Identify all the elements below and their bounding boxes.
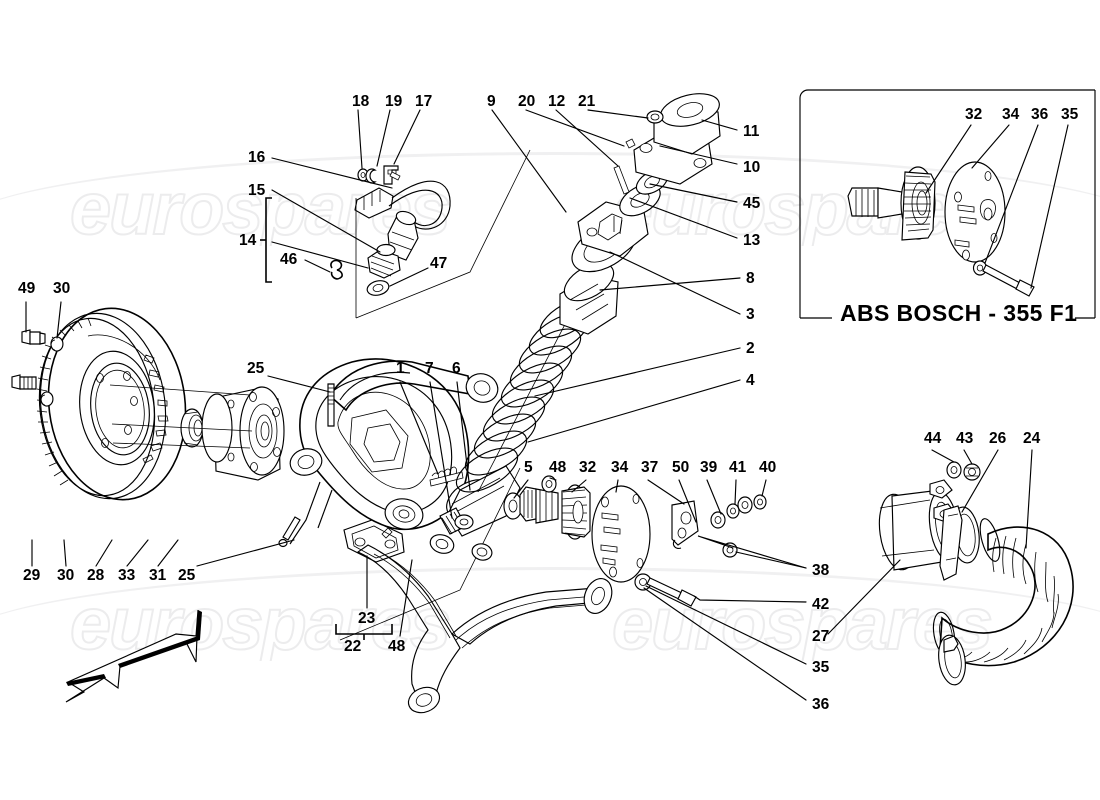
callout-label: 17 bbox=[415, 93, 433, 110]
callout-label: 46 bbox=[280, 251, 298, 268]
lower-control-arm bbox=[343, 514, 613, 714]
washer-39 bbox=[726, 503, 740, 519]
duct-clamp-lower bbox=[938, 634, 966, 686]
callout-label: 38 bbox=[812, 562, 830, 579]
callout-label: 35 bbox=[812, 659, 830, 676]
callout-label: 19 bbox=[385, 93, 403, 110]
inset-box-frame bbox=[799, 89, 1096, 319]
hub-centerline bbox=[109, 384, 253, 449]
callout-label: 50 bbox=[672, 459, 690, 476]
inset-washer-bolt bbox=[972, 260, 1035, 297]
callout-label: 21 bbox=[578, 93, 596, 110]
callout-label: 1 bbox=[396, 360, 405, 377]
callout-label: 18 bbox=[352, 93, 370, 110]
steering-knuckle bbox=[278, 358, 499, 548]
abs-sensor-harness bbox=[330, 165, 451, 296]
callout-label: 27 bbox=[812, 628, 830, 645]
callout-label: 47 bbox=[430, 255, 448, 272]
callout-label: 31 bbox=[149, 567, 167, 584]
inset-flange-plate bbox=[944, 161, 1006, 263]
inset-leader-lines bbox=[925, 124, 1069, 289]
inset-callout-label: 34 bbox=[1002, 106, 1020, 123]
callout-label: 28 bbox=[87, 567, 105, 584]
nut-40 bbox=[753, 494, 767, 510]
arm-construction-frame bbox=[339, 467, 521, 641]
callout-label: 41 bbox=[729, 459, 747, 476]
callout-leader-lines bbox=[25, 109, 1033, 701]
direction-arrow bbox=[65, 609, 202, 703]
callout-label: 10 bbox=[743, 159, 761, 176]
washer-50 bbox=[710, 511, 726, 529]
disc-bolt-lower bbox=[11, 374, 37, 390]
callout-label: 25 bbox=[247, 360, 265, 377]
callout-label: 13 bbox=[743, 232, 761, 249]
duct-nut-43 bbox=[963, 463, 981, 481]
callout-label: 42 bbox=[812, 596, 830, 613]
washer-41 bbox=[737, 496, 753, 514]
callout-label: 25 bbox=[178, 567, 196, 584]
callout-label: 29 bbox=[23, 567, 41, 584]
callout-label: 48 bbox=[549, 459, 567, 476]
abs-sensor-bracket bbox=[671, 500, 699, 549]
cv-joint-stub bbox=[503, 475, 591, 540]
callout-label: 24 bbox=[1023, 430, 1041, 447]
callout-label: 11 bbox=[743, 123, 760, 140]
wheel-hub bbox=[201, 386, 285, 481]
disc-washer-upper bbox=[50, 336, 64, 352]
callout-label: 30 bbox=[53, 280, 71, 297]
sensor-group-frame bbox=[355, 149, 531, 319]
callout-label: 6 bbox=[452, 360, 461, 377]
callout-label: 44 bbox=[924, 430, 942, 447]
bracket-14 bbox=[260, 197, 272, 283]
upright-stud bbox=[327, 383, 335, 427]
inset-title: ABS BOSCH - 355 F1 bbox=[840, 300, 1078, 326]
callout-label: 14 bbox=[239, 232, 257, 249]
callout-label: 39 bbox=[700, 459, 718, 476]
callout-label: 15 bbox=[248, 182, 266, 199]
callout-label: 5 bbox=[524, 459, 533, 476]
callout-label: 16 bbox=[248, 149, 266, 166]
disc-washer-lower bbox=[40, 391, 54, 407]
duct-clamp-upper bbox=[939, 505, 980, 581]
callout-label: 40 bbox=[759, 459, 777, 476]
callout-label: 49 bbox=[18, 280, 36, 297]
callout-label: 37 bbox=[641, 459, 659, 476]
duct-washer-44 bbox=[946, 461, 962, 479]
brake-disc bbox=[36, 307, 187, 501]
inset-callout-label: 36 bbox=[1031, 106, 1049, 123]
callout-label: 7 bbox=[425, 360, 434, 377]
callout-label: 9 bbox=[487, 93, 496, 110]
callout-label: 48 bbox=[388, 638, 406, 655]
coil-spring bbox=[455, 297, 597, 493]
callout-label: 34 bbox=[611, 459, 629, 476]
callout-label: 45 bbox=[743, 195, 761, 212]
callout-label: 2 bbox=[746, 340, 755, 357]
bracket-22-23 bbox=[335, 624, 393, 640]
callout-label: 22 bbox=[344, 638, 362, 655]
callout-label: 4 bbox=[746, 372, 755, 389]
callout-label: 20 bbox=[518, 93, 536, 110]
callout-label: 43 bbox=[956, 430, 974, 447]
callout-label: 26 bbox=[989, 430, 1007, 447]
callout-label: 23 bbox=[358, 610, 376, 627]
callout-label: 36 bbox=[812, 696, 830, 713]
callout-label: 3 bbox=[746, 306, 755, 323]
callout-label: 33 bbox=[118, 567, 136, 584]
flange-bolt-42 bbox=[634, 573, 697, 607]
callout-label: 32 bbox=[579, 459, 597, 476]
inset-callout-label: 32 bbox=[965, 106, 983, 123]
callout-label: 8 bbox=[746, 270, 755, 287]
hub-flange-plate bbox=[591, 485, 651, 583]
inset-ring-gear-shaft bbox=[847, 166, 936, 241]
disc-bolt-upper bbox=[21, 329, 46, 345]
inset-callout-label: 35 bbox=[1061, 106, 1079, 123]
callout-label: 30 bbox=[57, 567, 75, 584]
callout-label: 12 bbox=[548, 93, 566, 110]
